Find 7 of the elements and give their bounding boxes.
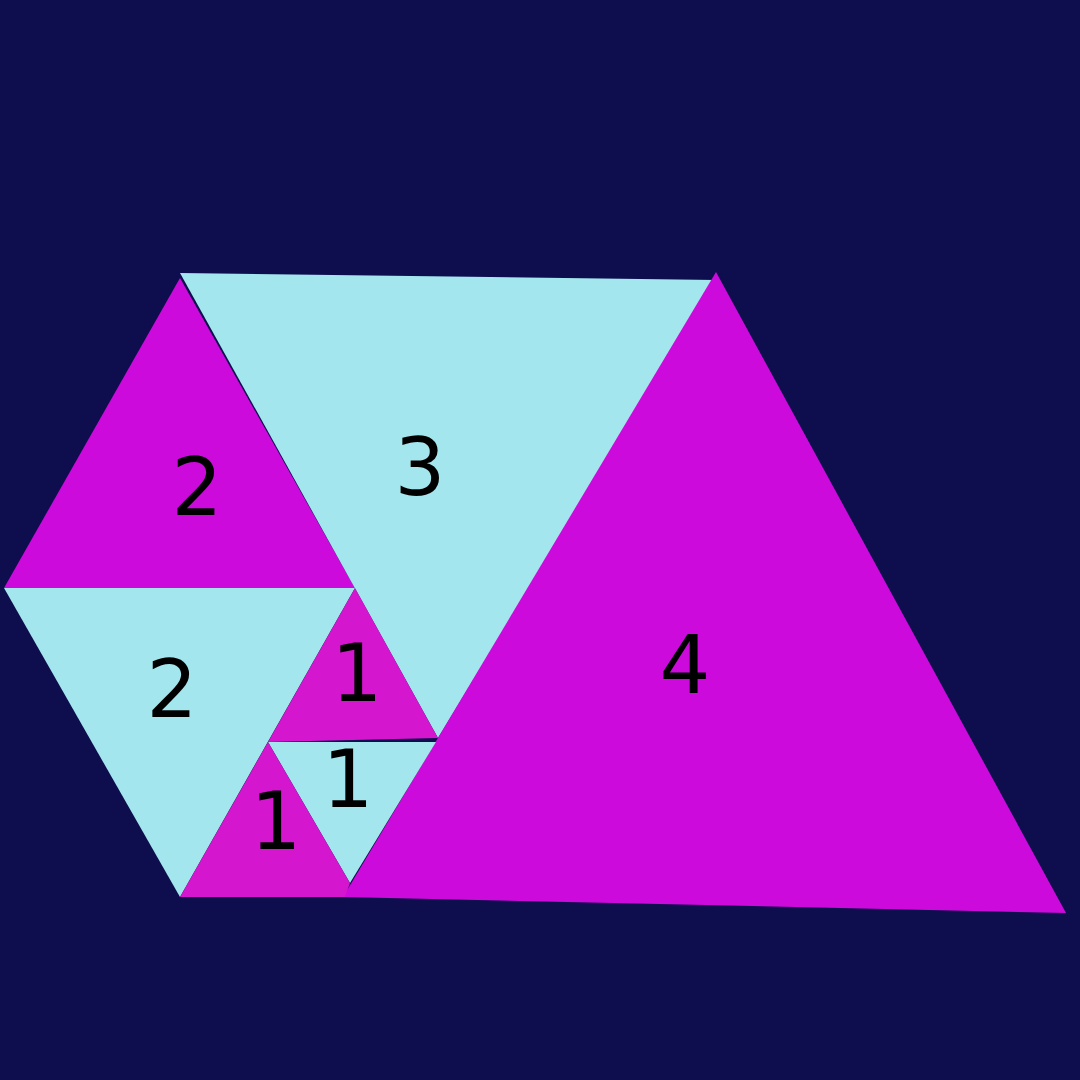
number-label: 4 — [659, 626, 711, 706]
number-label: 1 — [331, 634, 383, 714]
number-label: 2 — [171, 448, 223, 528]
number-label: 2 — [146, 650, 198, 730]
number-label: 3 — [394, 428, 446, 508]
number-label: 1 — [250, 782, 302, 862]
number-label: 1 — [322, 740, 374, 820]
